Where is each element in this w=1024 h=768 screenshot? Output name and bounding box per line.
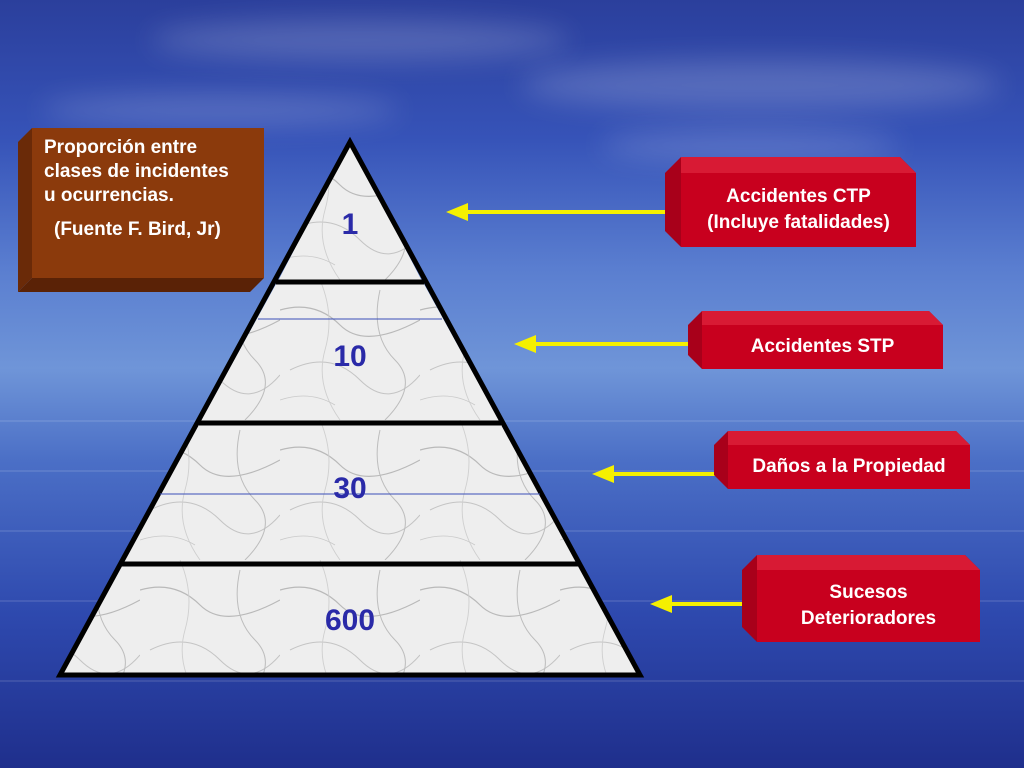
- note-box: Proporción entre clases de incidentes u …: [18, 128, 264, 292]
- note-line: u ocurrencias.: [44, 185, 174, 206]
- note-source: (Fuente F. Bird, Jr): [54, 219, 221, 240]
- label-line: Accidentes STP: [750, 336, 895, 357]
- cloud-streak: [600, 130, 900, 160]
- pyramid-value-30: 30: [333, 472, 367, 505]
- label-line: Deterioradores: [800, 608, 937, 629]
- pyramid-value-1: 1: [341, 208, 359, 241]
- note-line: Proporción entre: [44, 137, 198, 158]
- note-line: clases de incidentes: [44, 161, 229, 182]
- label-line: Daños a la Propiedad: [752, 456, 946, 477]
- label-sucesos-deterioradores: Sucesos Deterioradores: [742, 555, 980, 642]
- cloud-streak: [40, 95, 400, 125]
- pyramid-value-600: 600: [324, 604, 376, 637]
- label-line: (Incluye fatalidades): [707, 212, 890, 233]
- label-line: Accidentes CTP: [726, 186, 871, 207]
- label-danos-propiedad: Daños a la Propiedad: [714, 431, 970, 489]
- note-bevel: [18, 128, 264, 292]
- water-reflection: [0, 680, 1024, 682]
- note-text: Proporción entre clases de incidentes u …: [32, 128, 264, 278]
- pyramid-level-1: [278, 142, 422, 281]
- cloud-streak: [520, 60, 1000, 110]
- label-accidentes-ctp: Accidentes CTP (Incluye fatalidades): [665, 157, 916, 247]
- pyramid-outline: [55, 136, 645, 678]
- label-line: Sucesos: [829, 582, 908, 603]
- water-reflection: [0, 420, 1024, 422]
- pyramid-level-4: [60, 566, 640, 675]
- label-accidentes-stp: Accidentes STP: [688, 311, 943, 369]
- pyramid-value-10: 10: [333, 340, 367, 373]
- cloud-streak: [150, 20, 570, 60]
